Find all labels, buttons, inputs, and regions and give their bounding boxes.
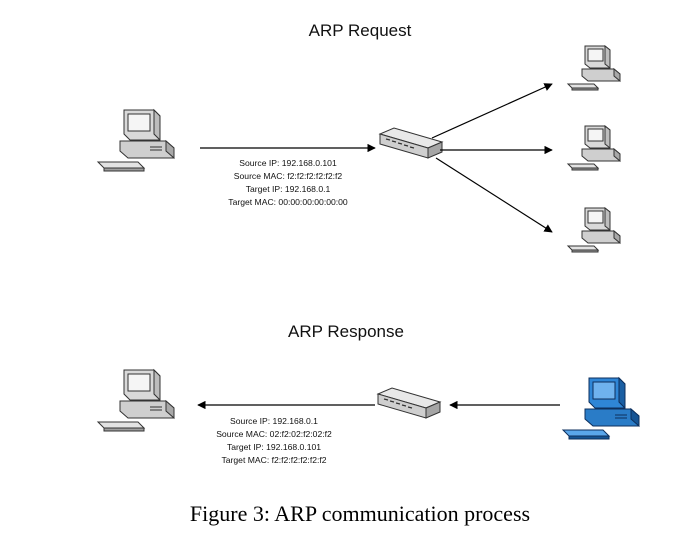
request-switch-icon [379,127,443,159]
response-sender-computer-icon [562,377,640,440]
response-title: ARP Response [288,322,404,341]
response-target-mac: Target MAC: f2:f2:f2:f2:f2:f2 [221,455,326,465]
request-source-ip: Source IP: 192.168.0.101 [239,158,337,168]
response-source-ip: Source IP: 192.168.0.1 [230,416,318,426]
response-info: Source IP: 192.168.0.1 Source MAC: 02:f2… [216,416,332,465]
request-target-computer-icon [567,207,621,253]
figure-caption: Figure 3: ARP communication process [190,501,530,526]
request-target-mac: Target MAC: 00:00:00:00:00:00 [228,197,348,207]
request-target-computer-icon [567,45,621,91]
request-title: ARP Request [309,21,412,40]
request-broadcast-arrow-icon [431,83,553,139]
request-info: Source IP: 192.168.0.101 Source MAC: f2:… [228,158,348,207]
request-sender-computer-icon [97,109,175,172]
response-source-mac: Source MAC: 02:f2:02:f2:02:f2 [216,429,332,439]
request-target-ip: Target IP: 192.168.0.1 [246,184,331,194]
response-target-ip: Target IP: 192.168.0.101 [227,442,321,452]
response-receiver-computer-icon [97,369,175,432]
request-target-computer-icon [567,125,621,171]
request-broadcast-arrow-icon [435,157,553,233]
request-source-mac: Source MAC: f2:f2:f2:f2:f2:f2 [234,171,343,181]
response-switch-icon [377,387,441,419]
